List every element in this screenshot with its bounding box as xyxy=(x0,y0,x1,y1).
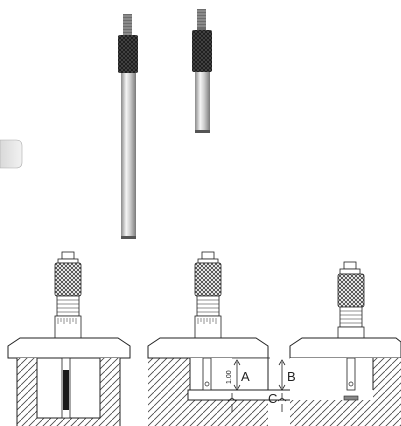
diagram-gauge-block-depth: 1.00 xyxy=(147,251,374,426)
dimension-label-c: C xyxy=(268,391,277,406)
gauge-block-fragment xyxy=(0,139,23,169)
dimension-label-a: A xyxy=(241,369,250,384)
diagram-slot-depth xyxy=(7,251,131,426)
diagram-step-depth xyxy=(289,261,401,426)
dimension-label-b: B xyxy=(287,369,296,384)
short-extension-rod xyxy=(192,9,212,133)
gauge-value-label: 1.00 xyxy=(226,370,233,384)
long-extension-rod xyxy=(118,14,138,239)
